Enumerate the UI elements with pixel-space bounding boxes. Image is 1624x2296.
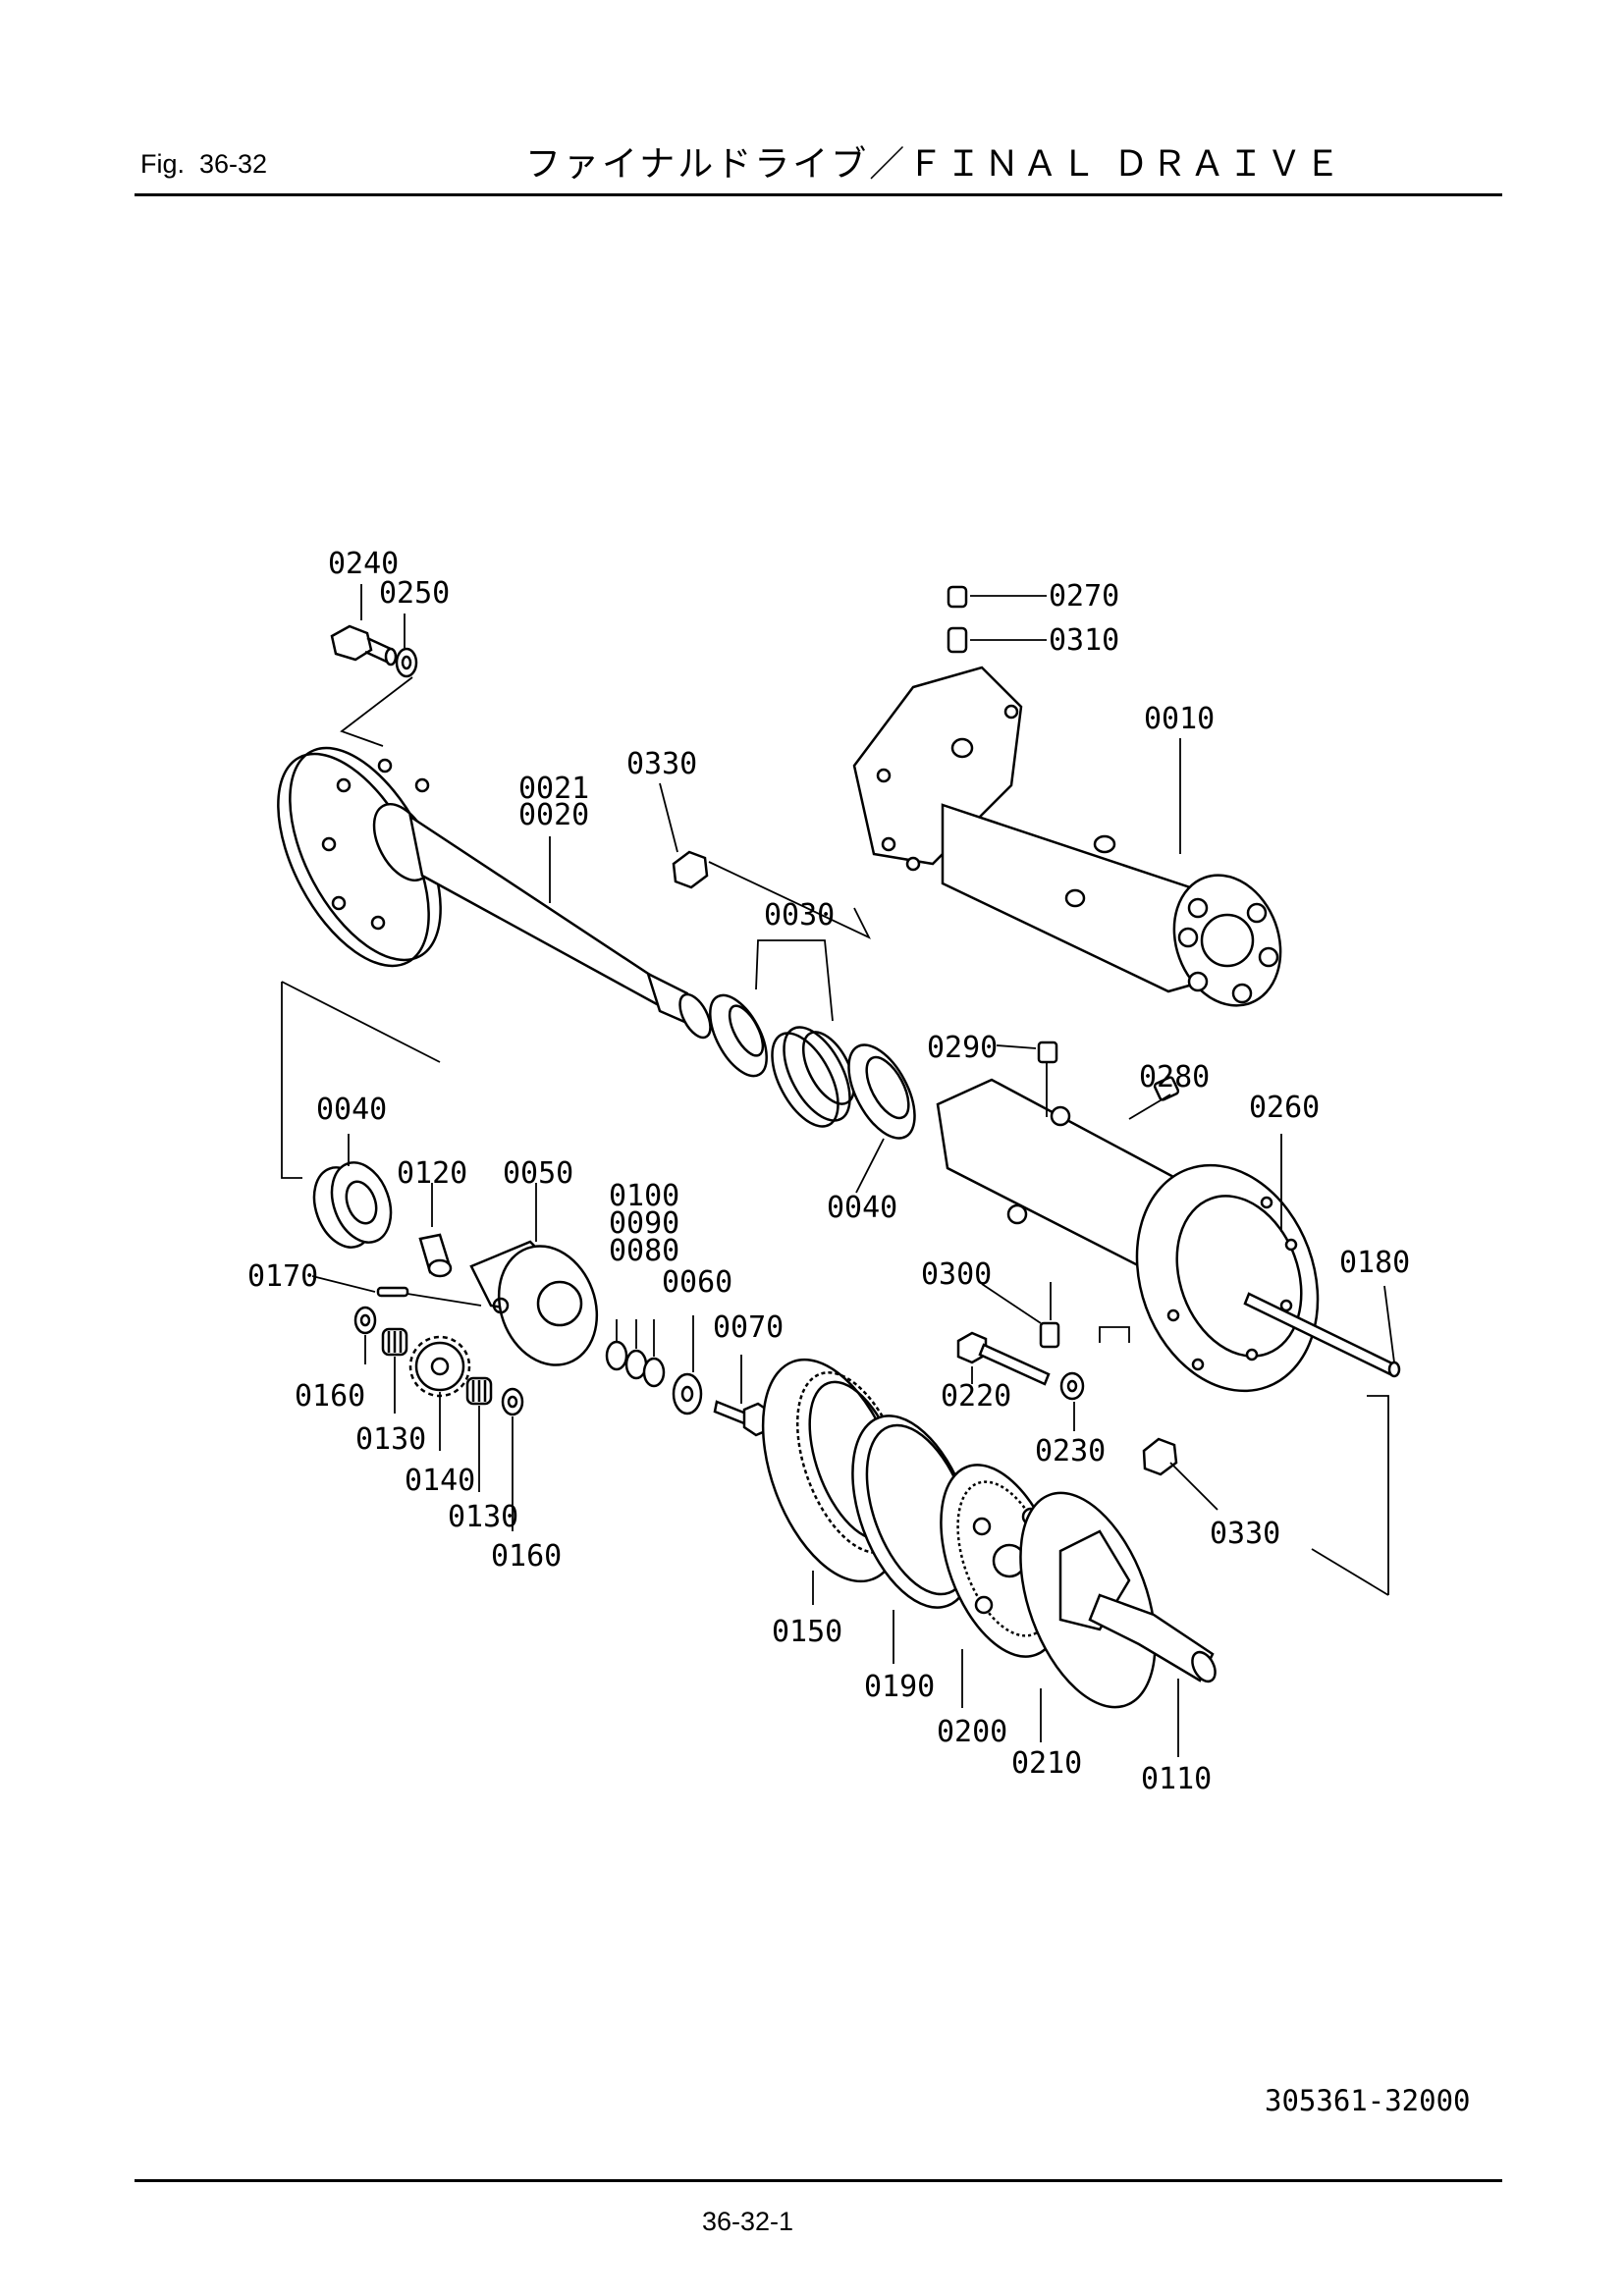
footer-rule — [135, 2179, 1502, 2182]
callout-0080: 0080 — [609, 1234, 679, 1268]
callout-0200: 0200 — [937, 1715, 1007, 1749]
callout-0160-upper: 0160 — [295, 1379, 365, 1414]
callout-0330-upper: 0330 — [626, 747, 697, 781]
part-0300-plug-drawing — [1039, 1321, 1060, 1349]
part-0030-seal-drawing — [709, 993, 856, 1128]
callout-0060: 0060 — [662, 1265, 732, 1300]
callout-0010: 0010 — [1144, 702, 1215, 736]
callout-0110: 0110 — [1141, 1762, 1212, 1796]
part-0250-washer-drawing — [395, 647, 418, 678]
callout-0090: 0090 — [609, 1206, 679, 1241]
part-0280-plug-drawing — [1153, 1076, 1180, 1101]
part-0220-bolt-drawing — [956, 1331, 1051, 1386]
leader-lines — [281, 584, 1395, 1757]
part-0130-needle-bearing-right-drawing — [465, 1376, 493, 1406]
callout-0070: 0070 — [713, 1310, 784, 1345]
part-0230-washer-drawing — [1059, 1371, 1085, 1401]
callout-0140: 0140 — [405, 1464, 475, 1498]
part-0070-bolt-drawing — [713, 1400, 772, 1437]
callout-0020: 0020 — [518, 798, 589, 832]
callout-0160-lower: 0160 — [491, 1539, 562, 1574]
callout-0050: 0050 — [503, 1156, 573, 1191]
part-0020-axle-shaft-drawing — [277, 746, 712, 1040]
callout-0260: 0260 — [1249, 1091, 1320, 1125]
part-0290-plug-drawing — [1037, 1041, 1058, 1064]
callout-0300: 0300 — [921, 1257, 992, 1292]
callout-0021: 0021 — [518, 772, 589, 806]
part-0080-shim-drawing — [642, 1357, 666, 1388]
page-title: ファイナルドライブ／ＦＩＮＡＬ ＤＲＡＩＶＥ — [525, 144, 1343, 185]
callout-0040-right: 0040 — [827, 1191, 897, 1225]
callout-0230: 0230 — [1035, 1434, 1106, 1468]
callout-0220: 0220 — [941, 1379, 1011, 1414]
part-0130-needle-bearing-left-drawing — [381, 1327, 408, 1357]
callout-0170: 0170 — [247, 1259, 318, 1294]
callout-0130-lower: 0130 — [448, 1500, 518, 1534]
part-0040-bearing-right-drawing — [847, 1043, 916, 1140]
part-0240-bolt-drawing — [330, 624, 398, 667]
part-0100-shim-drawing — [605, 1340, 628, 1371]
figure-number: Fig. 36-32 — [140, 149, 268, 179]
part-0180-pin-drawing — [1243, 1292, 1401, 1378]
callout-0120: 0120 — [397, 1156, 467, 1191]
part-0330-plug-upper-drawing — [672, 850, 709, 889]
callout-0190: 0190 — [864, 1670, 935, 1704]
callout-0330-lower: 0330 — [1210, 1517, 1280, 1551]
part-0260-final-drive-case-drawing — [936, 1078, 1320, 1393]
part-0120-pin-drawing — [418, 1233, 453, 1278]
callout-0180: 0180 — [1339, 1246, 1410, 1280]
part-0040-bearing-left-drawing — [312, 1161, 393, 1249]
callout-0100: 0100 — [609, 1179, 679, 1213]
part-0140-planet-gear-drawing — [408, 1335, 471, 1398]
callout-0310: 0310 — [1049, 623, 1119, 658]
part-0010-axle-housing-drawing — [852, 666, 1282, 1007]
callout-0240: 0240 — [328, 547, 399, 581]
callout-0030: 0030 — [764, 898, 835, 933]
callout-0250: 0250 — [379, 576, 450, 611]
callout-0270: 0270 — [1049, 579, 1119, 614]
part-0160-washer-left-drawing — [353, 1306, 377, 1335]
part-0160-washer-right-drawing — [501, 1387, 524, 1416]
part-0170-spring-pin-drawing — [376, 1286, 409, 1298]
callout-0210: 0210 — [1011, 1746, 1082, 1781]
callout-0290: 0290 — [927, 1031, 998, 1065]
part-0330-plug-lower-drawing — [1142, 1437, 1178, 1476]
header-rule — [135, 193, 1502, 196]
callout-0280: 0280 — [1139, 1060, 1210, 1095]
page-number: 36-32-1 — [702, 2207, 794, 2236]
part-0060-washer-drawing — [672, 1372, 703, 1415]
part-0270-grease-nipple-drawing — [947, 585, 968, 609]
callout-0040-left: 0040 — [316, 1093, 387, 1127]
part-0110-sun-shaft-drawing — [1088, 1593, 1217, 1683]
callout-0150: 0150 — [772, 1615, 842, 1649]
drawing-number: 305361-32000 — [1265, 2084, 1471, 2117]
callout-0130-upper: 0130 — [355, 1422, 426, 1457]
part-0050-planet-carrier-drawing — [469, 1240, 599, 1366]
part-0310-plug-drawing — [947, 626, 968, 654]
